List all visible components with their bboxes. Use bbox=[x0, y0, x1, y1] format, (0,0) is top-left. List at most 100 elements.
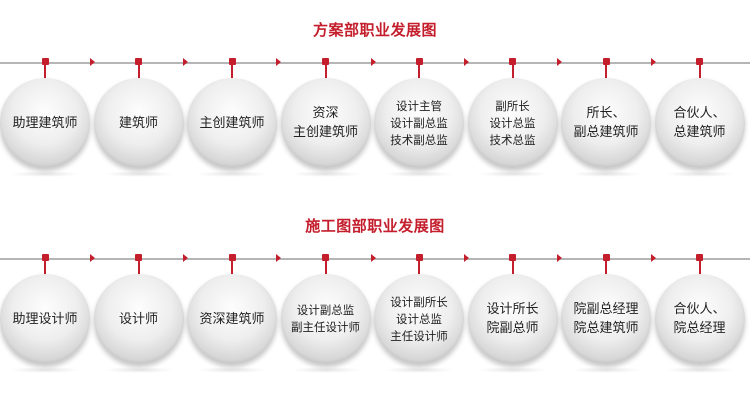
stage-title-line: 副主任设计师 bbox=[291, 320, 360, 334]
stage-title-line: 资深建筑师 bbox=[199, 311, 265, 327]
stage-title-line: 院总建筑师 bbox=[573, 321, 639, 336]
career-diagram-design-dept: 方案部职业发展图 助理建筑师建筑师主创建筑师资深主创建筑师设计主管设计副总监技术… bbox=[0, 0, 750, 180]
circle-shadow bbox=[10, 367, 80, 373]
connector-stem bbox=[418, 63, 420, 79]
stage-title-line: 设计总监 bbox=[489, 115, 536, 130]
diagram-title: 方案部职业发展图 bbox=[312, 21, 437, 39]
circle-shadow bbox=[384, 171, 454, 177]
stage-title-line: 设计总监 bbox=[396, 311, 442, 326]
timeline-node-marker bbox=[696, 58, 703, 65]
connector-stem bbox=[231, 63, 233, 79]
circle-shadow bbox=[290, 367, 361, 373]
stage-title-line: 设计副总监 bbox=[390, 115, 448, 130]
connector-stem bbox=[137, 259, 140, 275]
stage-title-line: 设计所长 bbox=[486, 302, 539, 317]
connector-stem bbox=[324, 63, 327, 79]
timeline-node-marker bbox=[41, 58, 49, 65]
timeline-arrow-icon bbox=[183, 254, 188, 262]
timeline-node-marker bbox=[322, 58, 329, 65]
circle-shadow bbox=[384, 367, 454, 373]
career-diagram-construction-dept: 施工图部职业发展图 助理设计师设计师资深建筑师设计副总监副主任设计师设计副所长设… bbox=[0, 196, 750, 376]
connector-stem bbox=[418, 259, 420, 275]
timeline-node-marker bbox=[602, 254, 610, 261]
stage-title-line: 主创建筑师 bbox=[199, 115, 265, 131]
circle-shadow bbox=[477, 367, 548, 373]
stage-title-line: 总建筑师 bbox=[673, 125, 726, 140]
career-stage-circle: 主创建筑师 bbox=[187, 78, 277, 168]
circle-shadow bbox=[571, 171, 641, 177]
timeline-node-marker bbox=[509, 254, 516, 261]
timeline-arrow-icon bbox=[90, 58, 95, 66]
career-stage-circle: 设计副总监副主任设计师 bbox=[280, 274, 371, 364]
stage-title-line: 设计师 bbox=[118, 311, 158, 327]
career-stage-circle: 助理建筑师 bbox=[0, 78, 90, 168]
career-stage-circle: 设计副所长设计总监主任设计师 bbox=[374, 274, 464, 364]
career-stage-circle: 资深建筑师 bbox=[187, 274, 277, 364]
stage-title-line: 院副总经理 bbox=[573, 302, 639, 317]
stage-title-line: 设计主管 bbox=[396, 98, 442, 113]
timeline-arrow-icon bbox=[371, 58, 376, 66]
timeline-node-marker bbox=[509, 58, 516, 65]
stage-title-line: 技术副总监 bbox=[390, 132, 448, 147]
connector-stem bbox=[231, 259, 233, 275]
stage-title-line: 技术总监 bbox=[489, 132, 536, 147]
timeline-arrow-icon bbox=[276, 58, 281, 66]
circle-shadow bbox=[477, 171, 548, 177]
stage-title-line: 主任设计师 bbox=[390, 328, 448, 343]
timeline-arrow-icon bbox=[557, 58, 562, 66]
timeline-arrow-icon bbox=[651, 254, 656, 262]
stage-title-line: 主创建筑师 bbox=[292, 125, 358, 140]
connector-stem bbox=[324, 259, 327, 275]
circle-shadow bbox=[290, 171, 361, 177]
career-stage-circle: 助理设计师 bbox=[0, 274, 90, 364]
timeline-node-marker bbox=[41, 254, 49, 261]
stage-title-line: 副总建筑师 bbox=[573, 125, 639, 140]
timeline-arrow-icon bbox=[557, 254, 562, 262]
timeline-node-marker bbox=[322, 254, 329, 261]
timeline-node-marker bbox=[602, 58, 610, 65]
circle-shadow bbox=[103, 367, 174, 373]
connector-stem bbox=[511, 63, 514, 79]
timeline-arrow-icon bbox=[183, 58, 188, 66]
connector-stem bbox=[137, 63, 140, 79]
circle-shadow bbox=[197, 171, 267, 177]
timeline-arrow-icon bbox=[371, 254, 376, 262]
stage-title-line: 合伙人、 bbox=[673, 302, 726, 317]
circle-shadow bbox=[571, 367, 641, 373]
timeline-arrow-icon bbox=[276, 254, 281, 262]
timeline-node-marker bbox=[228, 254, 236, 261]
career-stage-circle: 合伙人、院总经理 bbox=[654, 274, 745, 364]
circle-shadow bbox=[103, 171, 174, 177]
timeline-arrow-icon bbox=[90, 254, 95, 262]
timeline-arrow-icon bbox=[651, 58, 656, 66]
timeline-node-marker bbox=[696, 254, 703, 261]
stage-title-line: 合伙人、 bbox=[673, 106, 726, 121]
career-stage-circle: 设计师 bbox=[93, 274, 184, 364]
stage-title-line: 资深 bbox=[312, 106, 339, 121]
timeline-node-marker bbox=[135, 254, 142, 261]
stage-title-line: 院总经理 bbox=[673, 321, 726, 336]
circle-shadow bbox=[197, 367, 267, 373]
career-stage-circle: 设计所长院副总师 bbox=[467, 274, 558, 364]
stage-title-line: 助理设计师 bbox=[12, 311, 78, 327]
timeline-arrow-icon bbox=[464, 58, 469, 66]
timeline-arrow-icon bbox=[464, 254, 469, 262]
career-stage-circle: 建筑师 bbox=[93, 78, 184, 168]
stage-title-line: 助理建筑师 bbox=[12, 115, 78, 131]
connector-stem bbox=[44, 259, 46, 275]
stage-title-line: 院副总师 bbox=[486, 321, 539, 336]
stage-title-line: 设计副总监 bbox=[296, 303, 355, 317]
connector-stem bbox=[605, 259, 607, 275]
timeline-node-marker bbox=[228, 58, 236, 65]
connector-stem bbox=[511, 259, 514, 275]
timeline-node-marker bbox=[415, 254, 423, 261]
timeline-node-marker bbox=[135, 58, 142, 65]
diagram-title: 施工图部职业发展图 bbox=[305, 217, 445, 235]
career-stage-circle: 院副总经理院总建筑师 bbox=[561, 274, 651, 364]
circle-shadow bbox=[664, 171, 735, 177]
stage-title-line: 建筑师 bbox=[118, 115, 158, 131]
stage-title-line: 副所长 bbox=[495, 98, 530, 113]
career-stage-circle: 资深主创建筑师 bbox=[280, 78, 371, 168]
career-stage-circle: 合伙人、总建筑师 bbox=[654, 78, 745, 168]
connector-stem bbox=[605, 63, 607, 79]
